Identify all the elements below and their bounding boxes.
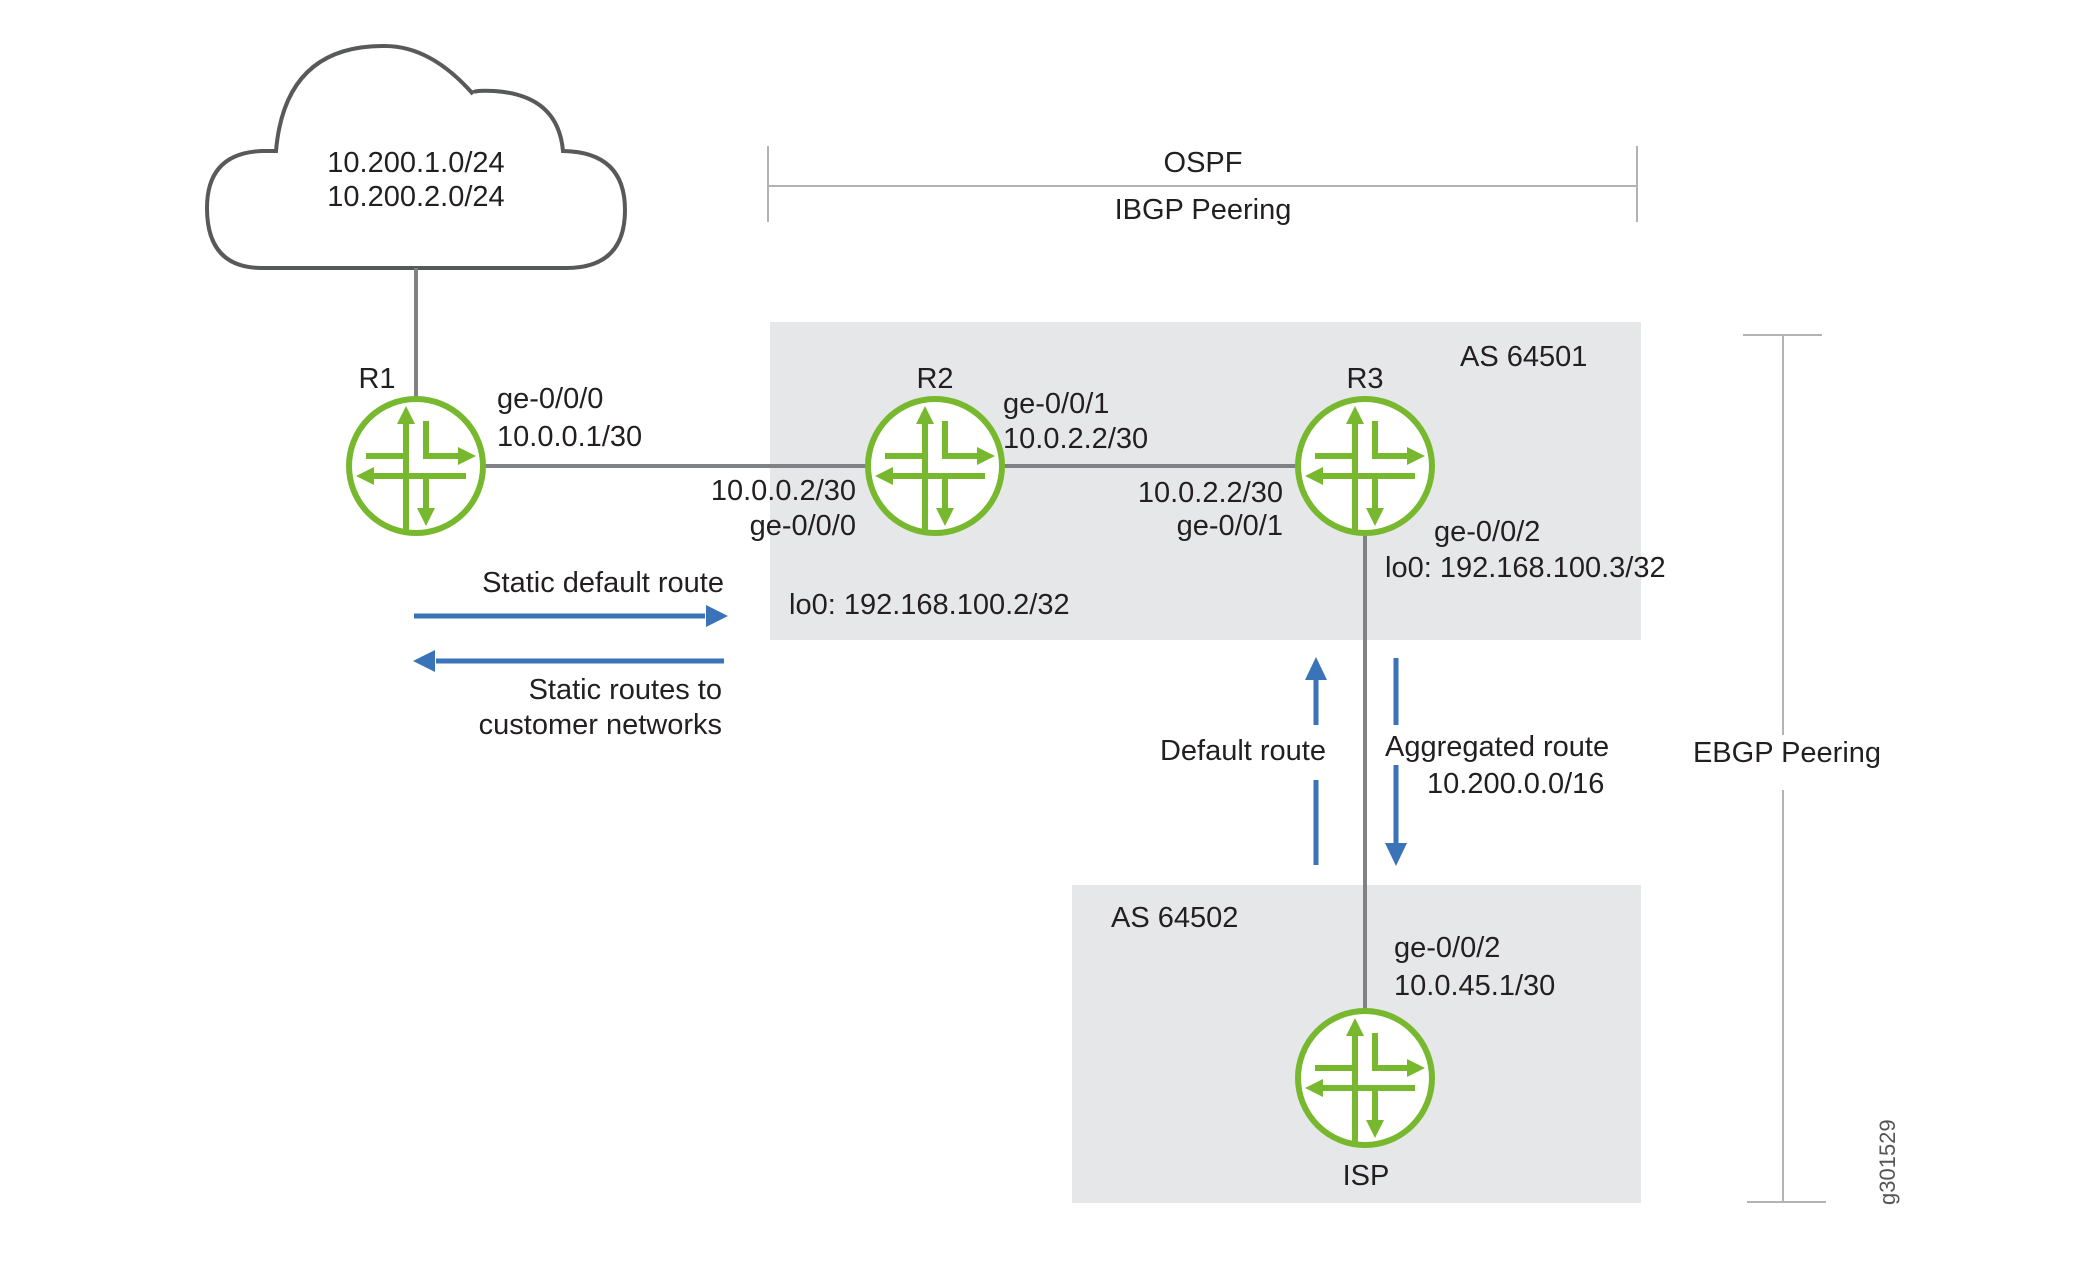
r2-right-interface-address: 10.0.2.2/30 <box>1003 423 1148 455</box>
r3-name: R3 <box>1346 363 1383 395</box>
cloud-network-2: 10.200.2.0/24 <box>327 181 504 213</box>
router-r3[interactable] <box>1298 399 1432 533</box>
as-64502-label: AS 64502 <box>1111 902 1238 934</box>
r2-name: R2 <box>916 363 953 395</box>
customer-cloud <box>204 43 628 270</box>
r2-left-interface-address: 10.0.0.2/30 <box>711 475 856 507</box>
r3-left-interface-address: 10.0.2.2/30 <box>1138 477 1283 509</box>
isp-interface-name: ge-0/0/2 <box>1394 932 1500 964</box>
isp-name: ISP <box>1343 1160 1390 1192</box>
default-route-label: Default route <box>1160 735 1326 767</box>
ibgp-peering-label: IBGP Peering <box>1115 194 1292 226</box>
static-customer-routes-arrow <box>413 650 724 672</box>
r3-left-interface-name: ge-0/0/1 <box>1177 510 1283 542</box>
figure-id: g301529 <box>1875 1119 1900 1205</box>
ebgp-bracket <box>1743 334 1826 1203</box>
as-64501-label: AS 64501 <box>1460 341 1587 373</box>
r1-interface-name: ge-0/0/0 <box>497 383 603 415</box>
cloud-network-1: 10.200.1.0/24 <box>327 147 504 179</box>
router-r1[interactable] <box>349 399 483 533</box>
ebgp-peering-label: EBGP Peering <box>1693 737 1881 769</box>
router-isp[interactable] <box>1298 1011 1432 1145</box>
r3-down-interface-name: ge-0/0/2 <box>1434 516 1540 548</box>
r1-name: R1 <box>358 363 395 395</box>
ospf-ibgp-bracket <box>767 146 1638 222</box>
static-default-route-arrow <box>414 605 728 627</box>
static-customer-routes-label-line1: Static routes to <box>529 674 722 706</box>
r2-right-interface-name: ge-0/0/1 <box>1003 388 1109 420</box>
aggregated-route-prefix: 10.200.0.0/16 <box>1427 768 1604 800</box>
isp-interface-address: 10.0.45.1/30 <box>1394 970 1555 1002</box>
r1-interface-address: 10.0.0.1/30 <box>497 421 642 453</box>
links <box>414 268 1367 1010</box>
static-customer-routes-label-line2: customer networks <box>479 709 722 741</box>
r2-left-interface-name: ge-0/0/0 <box>750 510 856 542</box>
aggregated-route-arrow <box>1385 658 1407 866</box>
r3-loopback: lo0: 192.168.100.3/32 <box>1385 552 1666 584</box>
router-r2[interactable] <box>868 399 1002 533</box>
r2-loopback: lo0: 192.168.100.2/32 <box>789 589 1070 621</box>
aggregated-route-label: Aggregated route <box>1385 731 1609 763</box>
ospf-label: OSPF <box>1164 147 1243 179</box>
default-route-arrow <box>1305 657 1327 865</box>
static-default-route-label: Static default route <box>482 567 724 599</box>
